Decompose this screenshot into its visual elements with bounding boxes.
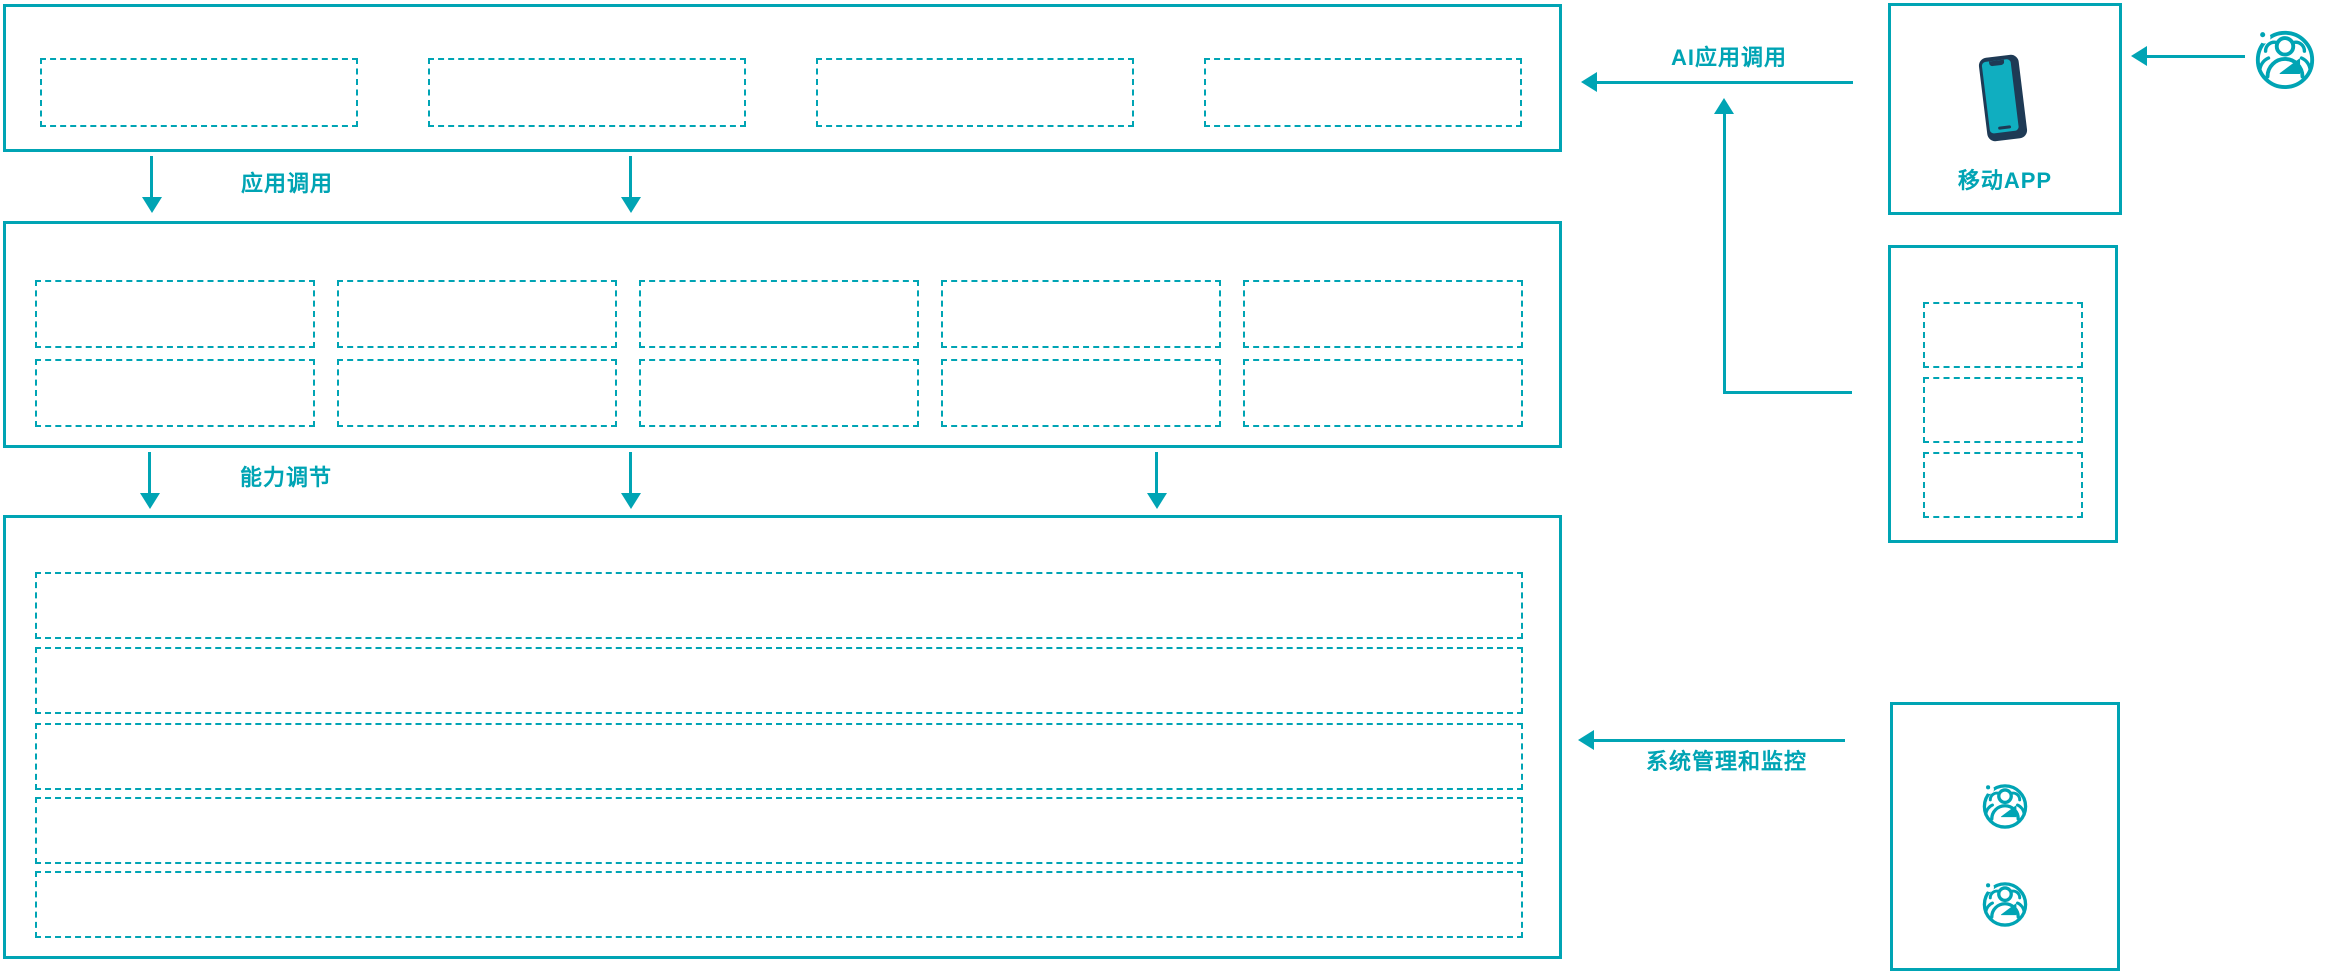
- app-list-box: [1888, 245, 2118, 543]
- phone-homebar: [1997, 125, 2011, 130]
- user-arrow-line: [2147, 55, 2245, 58]
- phone-screen: [1981, 58, 2020, 134]
- capability-placeholder-box: [1243, 280, 1523, 348]
- capability-placeholder-box: [639, 280, 919, 348]
- system-mgmt-arrow-head: [1578, 730, 1594, 750]
- app-layer-placeholder-box: [1204, 58, 1522, 127]
- down-arrow-line: [150, 156, 153, 198]
- down-arrow-line: [148, 452, 151, 494]
- user-group-icon: [2255, 30, 2315, 90]
- capability-placeholder-box: [941, 280, 1221, 348]
- elbow-arrow-vertical: [1723, 113, 1726, 394]
- platform-placeholder-row: [35, 647, 1523, 714]
- app-list-placeholder-box: [1923, 452, 2083, 518]
- down-arrow-line: [1155, 452, 1158, 494]
- user-group-icon: [1982, 882, 2028, 927]
- system-mgmt-arrow-line: [1594, 739, 1845, 742]
- user-arrow-head: [2131, 46, 2147, 66]
- capability-placeholder-box: [337, 359, 617, 427]
- platform-placeholder-row: [35, 723, 1523, 790]
- down-arrow-head: [621, 197, 641, 213]
- capability-placeholder-box: [35, 280, 315, 348]
- elbow-arrow-horizontal: [1723, 391, 1852, 394]
- app-call-label: 应用调用: [241, 171, 334, 196]
- mobile-app-box: 移动APP: [1888, 3, 2122, 215]
- ai-app-call-arrow-line: [1597, 81, 1853, 84]
- down-arrow-head: [140, 493, 160, 509]
- app-layer-placeholder-box: [428, 58, 746, 127]
- capability-layer-container: [3, 221, 1562, 448]
- user-group-icon: [1982, 784, 2028, 829]
- platform-layer-container: [3, 515, 1562, 959]
- down-arrow-head: [1147, 493, 1167, 509]
- capability-placeholder-box: [337, 280, 617, 348]
- down-arrow-head: [621, 493, 641, 509]
- capability-placeholder-box: [1243, 359, 1523, 427]
- admin-users-box: [1890, 702, 2120, 971]
- app-layer-placeholder-box: [40, 58, 358, 127]
- ai-app-call-arrow-head: [1581, 72, 1597, 92]
- ai-app-call-label: AI应用调用: [1671, 45, 1788, 70]
- down-arrow-head: [142, 197, 162, 213]
- mobile-app-label: 移动APP: [1957, 168, 2053, 193]
- platform-placeholder-row: [35, 871, 1523, 938]
- app-layer-placeholder-box: [816, 58, 1134, 127]
- elbow-arrow-head: [1714, 98, 1734, 114]
- app-list-placeholder-box: [1923, 377, 2083, 443]
- platform-placeholder-row: [35, 797, 1523, 864]
- down-arrow-line: [629, 452, 632, 494]
- system-mgmt-label: 系统管理和监控: [1646, 749, 1808, 774]
- app-list-placeholder-box: [1923, 302, 2083, 368]
- capability-placeholder-box: [941, 359, 1221, 427]
- phone-notch: [1988, 59, 2004, 67]
- platform-placeholder-row: [35, 572, 1523, 639]
- capability-adjust-label: 能力调节: [240, 465, 333, 490]
- capability-placeholder-box: [35, 359, 315, 427]
- mobile-phone-icon: [1978, 53, 2028, 143]
- capability-placeholder-box: [639, 359, 919, 427]
- app-layer-container: [3, 4, 1562, 152]
- down-arrow-line: [629, 156, 632, 198]
